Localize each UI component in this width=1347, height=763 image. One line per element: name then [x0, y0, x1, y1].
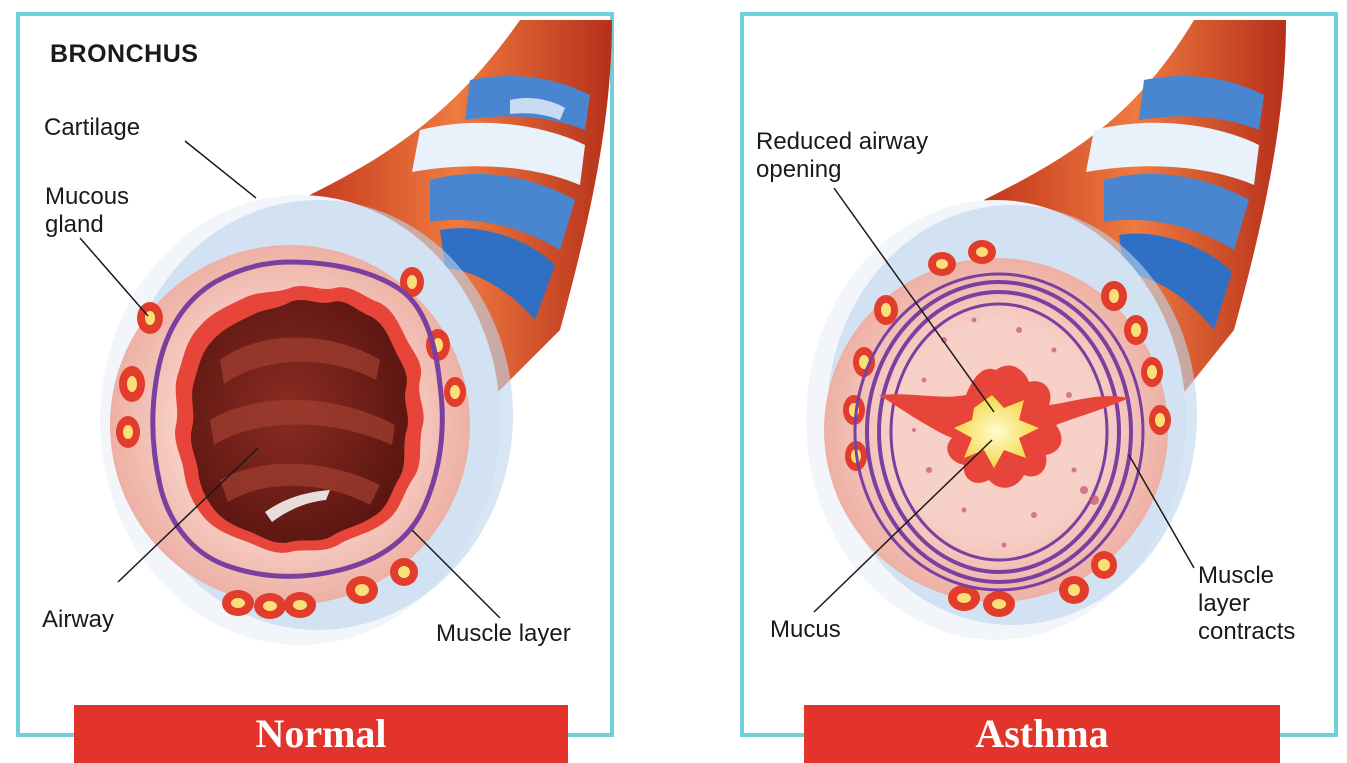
asthma-panel: Reduced airway opening Mucus Muscle laye…	[674, 0, 1347, 763]
label-muscle-contracts-line2: layer	[1198, 590, 1250, 618]
label-reduced-airway-line2: opening	[756, 156, 841, 184]
label-muscle-layer: Muscle layer	[436, 620, 571, 648]
bronchus-title: BRONCHUS	[50, 40, 198, 68]
asthma-banner: Asthma	[804, 705, 1280, 763]
normal-panel: BRONCHUS Cartilage Mucous gland Airway M…	[0, 0, 673, 763]
label-mucous-gland-line1: Mucous	[45, 183, 129, 211]
label-mucus: Mucus	[770, 616, 841, 644]
label-cartilage: Cartilage	[44, 114, 140, 142]
asthma-bronchus-illustration	[674, 0, 1347, 763]
label-muscle-contracts-line1: Muscle	[1198, 562, 1274, 590]
label-airway: Airway	[42, 606, 114, 634]
label-muscle-contracts-line3: contracts	[1198, 618, 1295, 646]
label-reduced-airway-line1: Reduced airway	[756, 128, 928, 156]
normal-banner: Normal	[74, 705, 568, 763]
label-mucous-gland-line2: gland	[45, 211, 104, 239]
